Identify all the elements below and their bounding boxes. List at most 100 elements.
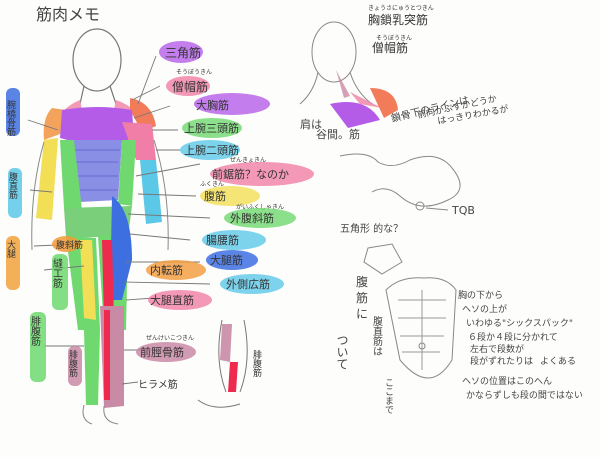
label-blob-tri [182, 118, 242, 138]
sartorius [102, 240, 114, 320]
label-tibialis: 前脛骨筋 [140, 345, 184, 359]
chest-side-study: TQB [339, 153, 475, 217]
label-biceps: 上腕二頭筋 [184, 143, 239, 157]
label-blob-deltoid [159, 41, 203, 63]
study-scm-label: 胸鎖乳突筋 [368, 12, 428, 27]
label-abs: 腹筋 [204, 189, 226, 203]
label-thigh: 大腿筋 [210, 253, 243, 267]
neck-study: きょうさにゅうとつきん 胸鎖乳突筋 そうぼうきん 僧帽筋 肩は 谷間。筋 鎖骨下… [299, 5, 509, 141]
abs-side-2: ここまで [383, 378, 394, 414]
abs-note-3: いわゆる"シックスパック" [466, 318, 573, 329]
abs-note-8: ヘソの位置はこのへん [462, 375, 552, 387]
label-left-5: 縫工筋 [51, 257, 63, 289]
label-oblique: 外腹斜筋 [230, 211, 274, 225]
label-iliopsoas: 腸腰筋 [206, 233, 239, 247]
sheet-title: 筋肉メモ [36, 5, 100, 24]
study-pec [330, 102, 380, 128]
label-blob-left-6 [30, 312, 46, 382]
study-head [311, 21, 357, 83]
label-oblique-ruby: がいふくしゃきん [236, 203, 284, 211]
abs-title-1: 腹 [356, 275, 368, 289]
figure-head [72, 28, 122, 92]
leader-lines [27, 55, 211, 385]
label-blob-left-4 [6, 236, 20, 290]
oblique-right [118, 140, 136, 206]
abs-note-7: よくある [540, 356, 576, 367]
right-labels: 三角筋 そうぼうきん 僧帽筋 大胸筋 上腕三頭筋 上腕二頭筋 ぜんきょきん 前鋸… [136, 41, 314, 391]
calf-outline [218, 319, 248, 393]
label-vastus: 外側広筋 [226, 277, 270, 291]
calf-label: 腓腹筋 [251, 349, 262, 378]
abs-side-1: 腹直筋は [371, 315, 383, 356]
vastus-lateralis [110, 196, 132, 300]
shoulder-note-2: 谷間。筋 [316, 127, 360, 141]
label-blob-left-1 [6, 88, 20, 136]
abs-title-2: 筋 [356, 290, 368, 305]
label-left-7: 腓腹筋 [67, 349, 78, 378]
navel-mark [418, 342, 426, 350]
shin-right [100, 306, 124, 408]
label-blob-left-2 [8, 168, 22, 218]
label-adductor: 内転筋 [150, 263, 183, 277]
left-labels: 腕橈骨筋 腹直筋 腹斜筋 大腿 縫工筋 腓腹筋 腓腹筋 [5, 88, 83, 386]
abs-note-5: 左右で段数が [470, 343, 524, 355]
abs-grid [398, 290, 446, 370]
label-blob-vastus [220, 274, 284, 294]
abs-note-4: ６段か４段に分かれて [468, 331, 558, 343]
nipple-mark [415, 201, 425, 211]
label-blob-adductor [146, 260, 206, 280]
label-blob-trap [166, 76, 210, 96]
label-blob-serratus [210, 162, 314, 186]
label-blob-left-5 [52, 254, 68, 310]
label-blob-left-3 [52, 236, 80, 252]
label-soleus: ヒラメ筋 [138, 378, 178, 391]
feet [82, 404, 119, 425]
calf-detail: 腓腹筋 [197, 319, 262, 408]
label-blob-oblique [224, 208, 296, 228]
forearm-left [36, 138, 58, 220]
adductor [80, 240, 96, 320]
calf-foot [197, 399, 241, 408]
label-serratus: 前鋸筋？なのか [212, 167, 289, 181]
study-trap-label: 僧帽筋 [372, 40, 408, 55]
abs-lines [74, 149, 120, 191]
shoulder-note-1: 肩は [300, 117, 322, 131]
label-tibialis-ruby: ぜんけいこつきん [146, 335, 194, 342]
calf-soleus [228, 362, 238, 392]
label-left-3: 腹斜筋 [56, 239, 83, 251]
label-rectus-femoris: 大腿直筋 [150, 293, 194, 307]
abs-title-4: ついて [335, 334, 349, 370]
label-pec: 大胸筋 [196, 98, 229, 112]
label-left-2: 腹直筋 [7, 171, 18, 200]
label-serratus-ruby: ぜんきょきん [230, 157, 266, 164]
label-blob-rectus-femoris [148, 290, 212, 310]
biceps-band [122, 122, 156, 160]
label-left-1: 腕橈骨筋 [5, 99, 16, 137]
label-blob-tibialis [136, 342, 196, 362]
deltoid-left [43, 108, 66, 140]
tqb-leader [425, 207, 449, 211]
label-left-6: 腓腹筋 [29, 316, 41, 347]
label-deltoid: 三角筋 [165, 45, 201, 60]
study-scm [336, 70, 350, 98]
rectus-abdominis [72, 140, 122, 202]
pentagon-study: 五角形 的な？ [340, 222, 403, 275]
label-blob-pec [194, 93, 270, 115]
label-blob-iliopsoas [202, 230, 266, 250]
abs-note-2: ヘソの上が [462, 303, 507, 315]
abs-note-1: 胸の下から [458, 289, 503, 301]
label-left-4: 大腿 [5, 239, 16, 259]
label-trap: 僧帽筋 [172, 79, 208, 94]
pentagon-note: 五角形 的な？ [340, 222, 403, 235]
abs-torso [385, 277, 457, 379]
tqb-note: TQB [451, 204, 475, 217]
label-blob-bi [180, 140, 240, 160]
study-trap-ruby: そうぼうきん [376, 35, 412, 42]
label-trap-ruby: そうぼうきん [176, 69, 212, 76]
shin-left [84, 330, 100, 405]
calf-gastroc [220, 324, 232, 362]
abs-study: 腹 筋 に ついて 腹直筋は ここまで 胸の下から ヘソの上が いわゆる"シック… [335, 275, 583, 414]
label-blob-left-7 [68, 346, 82, 386]
